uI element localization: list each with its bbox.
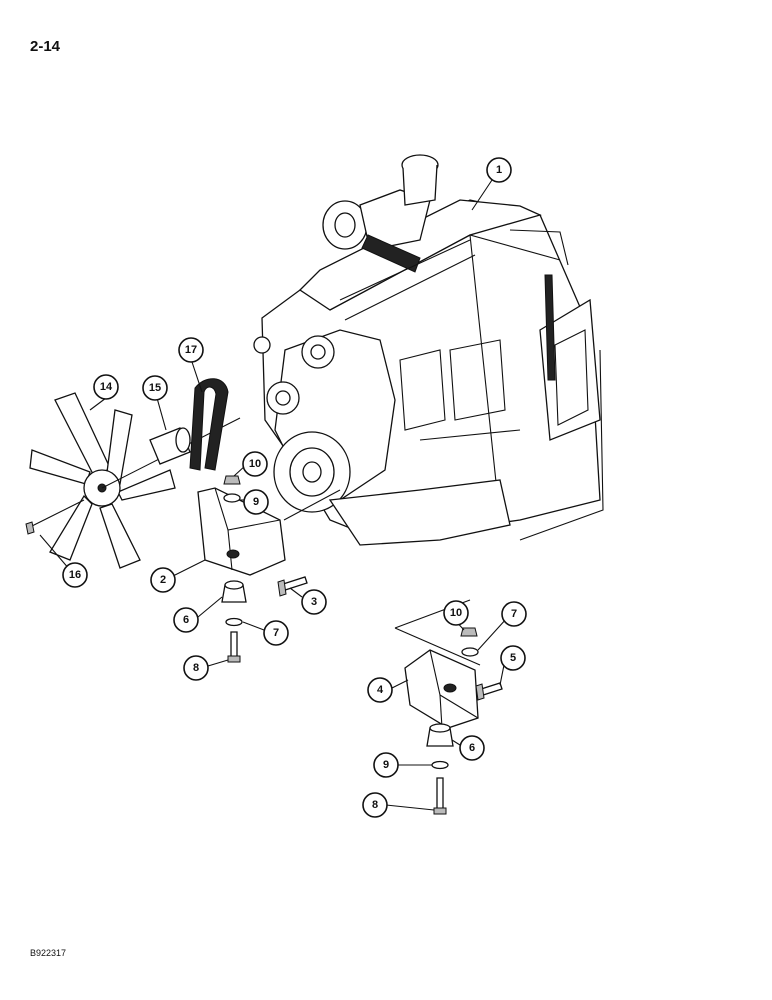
fan-assembly	[25, 378, 241, 569]
callout-2: 2	[150, 567, 176, 593]
leader-lines	[39, 179, 508, 811]
svg-text:7: 7	[511, 608, 517, 620]
callout-3: 3	[301, 589, 327, 615]
engine-assembly	[253, 154, 604, 546]
callout-17: 17	[178, 337, 204, 363]
callout-9-front: 9	[243, 489, 269, 515]
svg-text:1: 1	[496, 164, 502, 176]
callout-9-rear: 9	[373, 752, 399, 778]
rear-mount-assembly	[394, 599, 503, 815]
page-number: 2-14	[30, 38, 61, 55]
svg-text:17: 17	[185, 344, 197, 356]
svg-text:9: 9	[383, 759, 389, 771]
callout-10-rear: 10	[443, 600, 469, 626]
callout-16: 16	[62, 562, 88, 588]
svg-text:6: 6	[183, 614, 189, 626]
callout-14: 14	[93, 374, 119, 400]
callout-7-front: 7	[263, 620, 289, 646]
svg-text:3: 3	[311, 596, 317, 608]
svg-text:5: 5	[510, 652, 516, 664]
svg-text:7: 7	[273, 627, 279, 639]
svg-text:10: 10	[249, 458, 261, 470]
svg-text:14: 14	[100, 381, 113, 393]
callout-8-front: 8	[183, 655, 209, 681]
svg-text:6: 6	[469, 742, 475, 754]
callout-1: 1	[486, 157, 512, 183]
callout-6-rear: 6	[459, 735, 485, 761]
callout-7-rear: 7	[501, 601, 527, 627]
svg-text:15: 15	[149, 382, 161, 394]
svg-text:16: 16	[69, 569, 81, 581]
callout-8-rear: 8	[362, 792, 388, 818]
callout-5: 5	[500, 645, 526, 671]
callout-10-front: 10	[242, 451, 268, 477]
figure-code: B922317	[30, 948, 67, 958]
svg-text:9: 9	[253, 496, 259, 508]
callout-6-front: 6	[173, 607, 199, 633]
callout-4: 4	[367, 677, 393, 703]
front-mount-assembly	[197, 475, 341, 663]
svg-text:10: 10	[450, 607, 462, 619]
svg-text:8: 8	[372, 799, 378, 811]
svg-text:4: 4	[377, 684, 384, 696]
svg-text:8: 8	[193, 662, 199, 674]
callout-15: 15	[142, 375, 168, 401]
svg-text:2: 2	[160, 574, 166, 586]
